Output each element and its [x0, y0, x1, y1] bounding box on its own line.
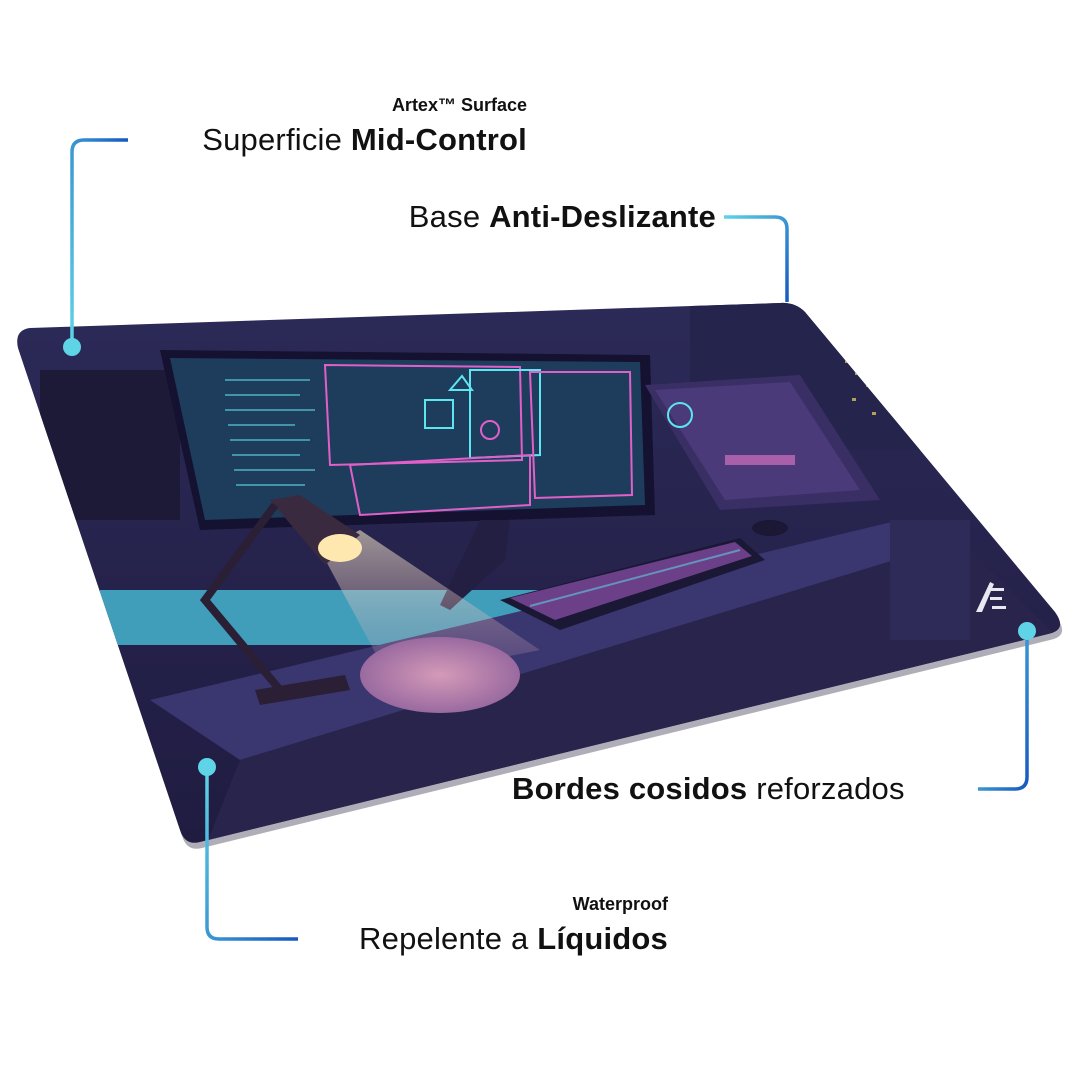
surface-bold: Mid-Control	[350, 122, 527, 157]
surface-callout: Superficie Mid-Control	[202, 124, 527, 155]
liquid-callout: Repelente a Líquidos	[359, 923, 668, 954]
wall-shelf	[40, 370, 180, 520]
surface-subtitle: Artex™ Surface	[391, 95, 527, 115]
edges-text: reforzados	[747, 771, 905, 806]
pc-case	[645, 375, 880, 510]
liquid-bold: Líquidos	[537, 921, 668, 956]
desk-drawers	[890, 520, 970, 640]
surface-text: Superficie	[202, 122, 351, 157]
mouse	[752, 520, 788, 536]
base-callout: Base Anti-Deslizante	[409, 201, 716, 232]
brand-logo	[976, 582, 1006, 612]
desk-front	[200, 540, 1060, 843]
liquid-text: Repelente a	[359, 921, 538, 956]
base-text: Base	[408, 199, 490, 234]
desk-top	[150, 520, 960, 760]
keyboard	[500, 538, 765, 630]
desk-lamp	[199, 495, 540, 713]
liquid-subtitle: Waterproof	[572, 894, 668, 914]
monitor	[160, 350, 655, 610]
edges-callout: Bordes cosidos reforzados	[512, 773, 905, 804]
base-bold: Anti-Deslizante	[489, 199, 716, 234]
edges-bold: Bordes cosidos	[512, 771, 748, 806]
